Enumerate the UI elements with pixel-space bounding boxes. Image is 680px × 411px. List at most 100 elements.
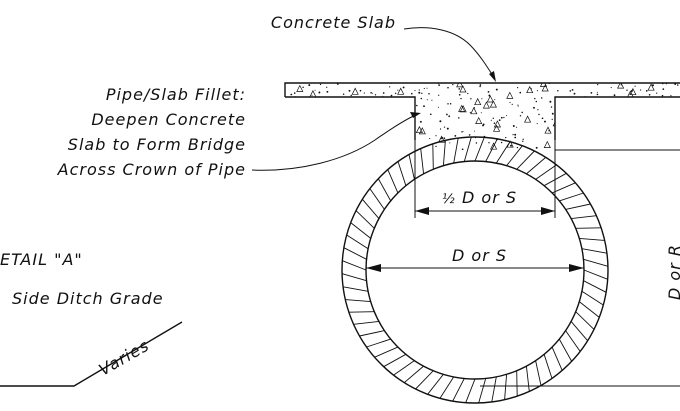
pipe-hatch-line bbox=[551, 346, 563, 371]
concrete-stipple-dot bbox=[308, 131, 310, 134]
concrete-stipple-dot bbox=[429, 113, 432, 116]
concrete-stipple-dot bbox=[336, 107, 338, 109]
concrete-stipple-dot bbox=[409, 101, 412, 104]
concrete-stipple-dot bbox=[449, 103, 452, 105]
concrete-stipple-dot bbox=[461, 148, 464, 150]
pipe-hatch-line bbox=[506, 145, 523, 166]
concrete-slab-label: Concrete Slab bbox=[271, 13, 396, 32]
concrete-stipple-dot bbox=[443, 126, 446, 128]
concrete-stipple-dot bbox=[488, 94, 491, 97]
pipe-hatch-line bbox=[427, 374, 444, 395]
concrete-stipple-dot bbox=[326, 90, 329, 93]
pipe-hatch-line bbox=[535, 164, 557, 180]
concrete-stipple-dot bbox=[458, 117, 460, 119]
concrete-stipple-dot bbox=[348, 89, 351, 92]
concrete-aggregate bbox=[569, 96, 577, 104]
concrete-stipple-dot bbox=[584, 126, 586, 128]
concrete-stipple-dot bbox=[599, 105, 601, 107]
concrete-stipple-dot bbox=[550, 106, 553, 108]
concrete-stipple-dot bbox=[454, 135, 457, 137]
concrete-aggregate bbox=[397, 87, 405, 95]
concrete-stipple-dot bbox=[307, 141, 310, 144]
concrete-stipple-dot bbox=[443, 137, 446, 140]
concrete-stipple-dot bbox=[631, 121, 633, 124]
concrete-stipple-dot bbox=[447, 103, 449, 105]
concrete-stipple-dot bbox=[350, 137, 353, 140]
pipe-hatch-line bbox=[495, 141, 511, 164]
concrete-stipple-dot bbox=[549, 100, 552, 103]
concrete-stipple-dot bbox=[437, 106, 439, 108]
concrete-stipple-dot bbox=[479, 84, 482, 86]
concrete-stipple-dot bbox=[670, 124, 673, 126]
pipe-hatch-line bbox=[342, 260, 367, 271]
fillet-label-line-3: Slab to Form Bridge bbox=[68, 135, 246, 154]
concrete-stipple-dot bbox=[468, 134, 471, 136]
concrete-aggregate bbox=[415, 125, 423, 134]
concrete-stipple-dot bbox=[385, 123, 387, 125]
concrete-stipple-dot bbox=[519, 91, 522, 94]
concrete-stipple-dot bbox=[389, 115, 391, 117]
concrete-aggregate bbox=[649, 123, 657, 131]
concrete-stipple-dot bbox=[579, 125, 582, 128]
pipe-hatch-line bbox=[377, 178, 392, 202]
pipe-hatch-line bbox=[516, 370, 518, 397]
concrete-stipple-dot bbox=[326, 86, 328, 88]
concrete-stipple-dot bbox=[374, 94, 377, 96]
concrete-stipple-dot bbox=[676, 84, 679, 86]
concrete-stipple-dot bbox=[535, 100, 538, 103]
concrete-stipple-dot bbox=[517, 87, 519, 89]
pipe-hatch-line bbox=[504, 374, 508, 400]
concrete-stipple-dot bbox=[517, 104, 519, 106]
concrete-stipple-dot bbox=[474, 130, 476, 132]
concrete-stipple-dot bbox=[505, 115, 507, 117]
pipe-hatch-line bbox=[575, 227, 602, 229]
concrete-stipple-dot bbox=[365, 133, 367, 136]
concrete-aggregate bbox=[351, 87, 359, 95]
concrete-aggregate bbox=[592, 145, 600, 150]
pipe-hatch-line bbox=[516, 150, 535, 170]
concrete-stipple-dot bbox=[402, 86, 405, 89]
concrete-stipple-dot bbox=[631, 130, 634, 132]
concrete-stipple-dot bbox=[319, 83, 322, 86]
concrete-stipple-dot bbox=[645, 118, 648, 121]
concrete-stipple-dot bbox=[437, 83, 439, 85]
concrete-stipple-dot bbox=[298, 148, 300, 150]
concrete-stipple-dot bbox=[675, 110, 678, 113]
half-dimension-label: D or S bbox=[462, 188, 517, 207]
concrete-stipple-dot bbox=[428, 93, 430, 95]
concrete-stipple-dot bbox=[293, 92, 296, 94]
pipe-hatch-line bbox=[355, 210, 375, 229]
concrete-stipple-dot bbox=[431, 99, 433, 101]
concrete-stipple bbox=[285, 83, 679, 150]
concrete-aggregate bbox=[617, 83, 625, 89]
concrete-stipple-dot bbox=[604, 120, 606, 122]
concrete-stipple-dot bbox=[336, 83, 339, 85]
concrete-aggregate bbox=[609, 108, 617, 116]
concrete-aggregate bbox=[356, 100, 364, 108]
concrete-stipple-dot bbox=[596, 91, 598, 93]
concrete-stipple-dot bbox=[580, 134, 583, 137]
concrete-stipple-dot bbox=[562, 137, 565, 140]
concrete-stipple-dot bbox=[419, 120, 422, 123]
concrete-stipple-dot bbox=[439, 120, 442, 123]
pipe-hatch-line bbox=[432, 143, 434, 170]
pipe-hatch-line bbox=[571, 215, 597, 220]
concrete-aggregate bbox=[588, 140, 596, 148]
pipe-hatch-line bbox=[359, 330, 385, 337]
fillet-leader bbox=[251, 113, 419, 171]
concrete-stipple-dot bbox=[332, 134, 334, 136]
concrete-stipple-dot bbox=[331, 99, 333, 101]
pipe-hatch-line bbox=[491, 376, 497, 402]
concrete-stipple-dot bbox=[662, 83, 664, 85]
concrete-aggregate bbox=[349, 127, 357, 135]
concrete-stipple-dot bbox=[339, 132, 341, 134]
concrete-stipple-dot bbox=[345, 134, 347, 136]
concrete-stipple-dot bbox=[665, 98, 667, 100]
concrete-stipple-dot bbox=[658, 104, 661, 106]
pipe-hatch-line bbox=[415, 370, 434, 390]
concrete-stipple-dot bbox=[327, 129, 329, 131]
concrete-stipple-dot bbox=[653, 116, 656, 119]
pipe-hatch-line bbox=[525, 366, 530, 392]
pipe-hatch-line bbox=[579, 237, 605, 241]
